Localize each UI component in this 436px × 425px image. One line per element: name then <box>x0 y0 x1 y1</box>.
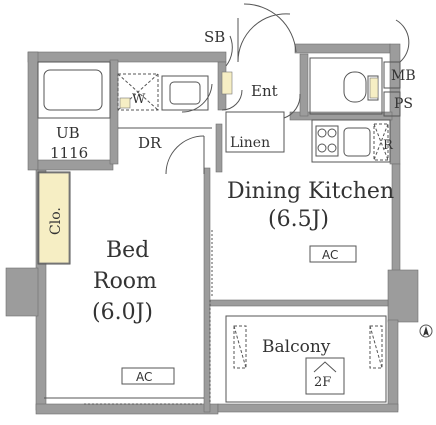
washer-corner <box>119 97 131 109</box>
door-swings <box>165 3 410 175</box>
sb-label: SB <box>204 28 225 46</box>
r-label: R <box>383 138 394 153</box>
dining-kitchen-size: (6.5J) <box>268 207 329 232</box>
ac-unit-dining: AC <box>309 245 357 263</box>
compass-icon: N <box>419 324 433 346</box>
walls <box>5 43 419 415</box>
ps-label: PS <box>394 96 413 112</box>
bedroom-label-2: Room <box>93 269 157 294</box>
svg-text:AC: AC <box>322 248 338 262</box>
interior-lines <box>37 57 401 405</box>
dr-label: DR <box>138 134 162 152</box>
bedroom-size: (6.0J) <box>92 300 153 325</box>
ub-size-label: 1116 <box>50 144 88 162</box>
floor-label: 2F <box>314 375 331 390</box>
dining-kitchen-label: Dining Kitchen <box>227 179 394 204</box>
ent-label: Ent <box>251 82 278 100</box>
toilet-shelf <box>369 77 379 99</box>
linen-label: Linen <box>230 135 270 151</box>
bedroom-label-1: Bed <box>106 238 149 263</box>
svg-text:N: N <box>420 345 421 346</box>
w-label: W <box>132 92 146 107</box>
svg-text:AC: AC <box>136 370 152 384</box>
balcony-label: Balcony <box>262 337 331 357</box>
ac-unit-bedroom: AC <box>121 367 175 385</box>
closet <box>38 172 70 264</box>
mb-label: MB <box>391 68 416 84</box>
sb-closet <box>221 71 233 95</box>
ub-label: UB <box>56 124 80 142</box>
closet-label: Clo. <box>48 207 64 235</box>
